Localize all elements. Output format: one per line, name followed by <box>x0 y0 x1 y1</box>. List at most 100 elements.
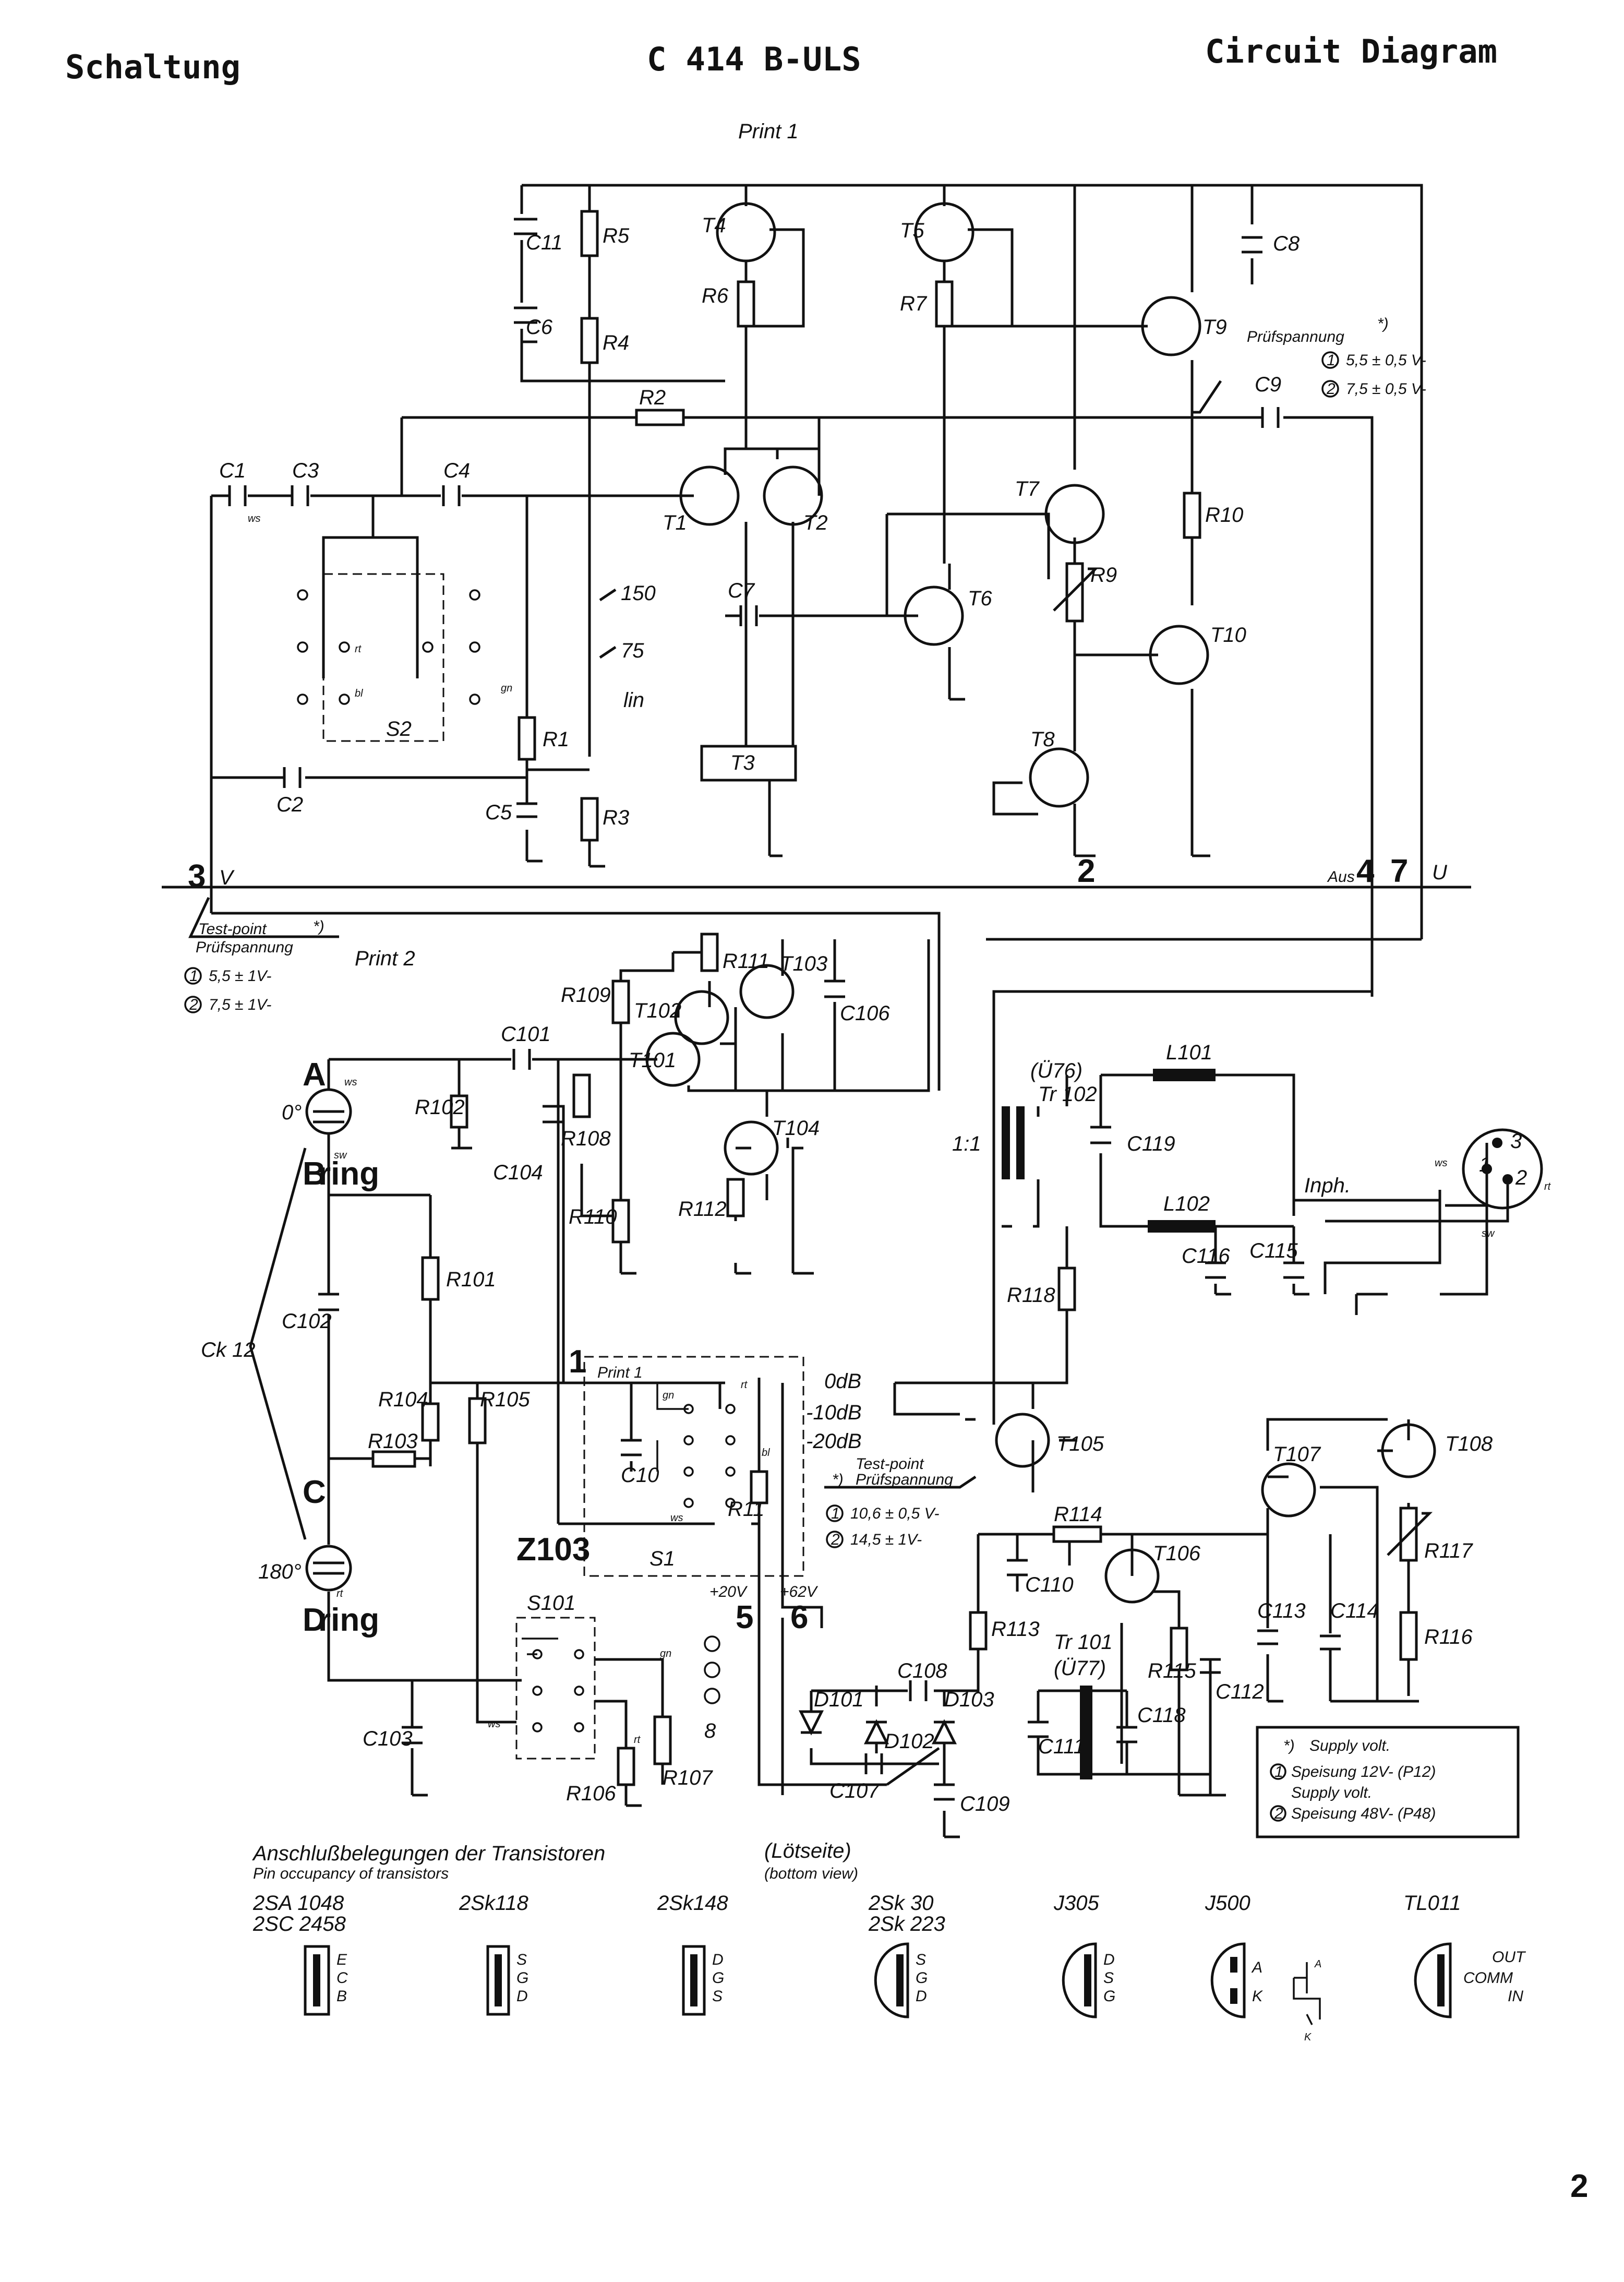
pkg1-pins <box>313 1954 320 2006</box>
capsule-c-plates <box>313 1561 344 1575</box>
c3-symbol <box>291 485 309 506</box>
pattern-ticks <box>599 588 617 659</box>
wire-ws-a: ws <box>344 1077 357 1088</box>
capsule-c <box>305 1545 352 1592</box>
c108-label: C108 <box>897 1659 947 1682</box>
pkg4-body <box>874 1942 909 2018</box>
xlr-ground <box>1355 1293 1388 1315</box>
inph-label: Inph. <box>1304 1174 1351 1197</box>
s1-box <box>583 1356 804 1577</box>
c106-label: C106 <box>840 1002 890 1025</box>
c103-symbol <box>402 1726 423 1745</box>
c3-label: C3 <box>292 459 319 482</box>
pkg2-part1: 2Sk118 <box>459 1892 528 1915</box>
tp1-circle-2 <box>1321 380 1339 398</box>
node-1: 1 <box>569 1344 586 1380</box>
label-a: A <box>303 1057 326 1093</box>
r9-label: R9 <box>1090 564 1117 587</box>
r104-symbol <box>421 1402 440 1442</box>
pkg6-pin-k <box>1230 1988 1237 2004</box>
pkg3-pin2: G <box>712 1969 724 1987</box>
wire-rt-s101: rt <box>634 1734 641 1746</box>
r116-label: R116 <box>1424 1626 1473 1648</box>
supply-line1: Supply volt. <box>1309 1737 1390 1754</box>
xlr-pin-2 <box>1502 1174 1513 1185</box>
l101-label: L101 <box>1166 1041 1212 1064</box>
t103-symbol <box>739 964 795 1019</box>
c5-symbol <box>516 802 537 818</box>
c110-label: C110 <box>1025 1573 1074 1596</box>
t5-label: T5 <box>900 219 924 242</box>
r11-symbol <box>750 1470 768 1504</box>
r7-label: R7 <box>900 292 928 315</box>
c9-label: C9 <box>1255 373 1281 396</box>
r112-symbol <box>726 1178 745 1217</box>
d102-label: D102 <box>884 1730 934 1753</box>
label-d: D <box>303 1602 326 1638</box>
t101-label: T101 <box>629 1049 676 1072</box>
r112-label: R112 <box>678 1198 727 1221</box>
print2-title: Print 2 <box>355 947 415 970</box>
wire-gn-s2: gn <box>501 683 512 694</box>
d101-symbol <box>798 1710 824 1736</box>
xlr-pin-1-label: 1 <box>1479 1153 1490 1176</box>
c8-symbol <box>1242 236 1262 254</box>
c107-label: C107 <box>829 1779 880 1802</box>
tpin-num-1: 1 <box>189 967 198 985</box>
pkg1-body <box>304 1945 330 2016</box>
pkg4-pin3: D <box>916 1988 927 2005</box>
c118-symbol <box>1116 1726 1137 1743</box>
c103-label: C103 <box>363 1727 413 1750</box>
r108-symbol <box>572 1073 591 1118</box>
t105-tp-title2: Prüfspannung <box>856 1471 953 1488</box>
z103-label: Z103 <box>516 1532 590 1568</box>
r109-symbol <box>611 979 630 1024</box>
r117-arrow <box>1387 1512 1433 1556</box>
node-5: 5 <box>736 1599 753 1635</box>
c110-symbol <box>1007 1559 1028 1576</box>
tpin-circle-1 <box>184 967 202 985</box>
c107-symbol <box>864 1753 883 1774</box>
pkg5-pin2: S <box>1103 1969 1114 1987</box>
c118-label: C118 <box>1137 1704 1186 1727</box>
pkg4-pins <box>896 1954 904 2006</box>
xlr-wires <box>1325 1174 1509 1296</box>
c1-symbol <box>228 485 247 506</box>
r109-label: R109 <box>561 984 611 1007</box>
t8-symbol <box>1029 747 1089 808</box>
pkg1-part2: 2SC 2458 <box>252 1913 346 1935</box>
t102-symbol <box>674 990 729 1045</box>
c114-symbol <box>1320 1634 1341 1651</box>
c2-symbol <box>283 767 302 788</box>
print1-tp-title: Prüfspannung <box>1247 328 1344 345</box>
c115-label: C115 <box>1249 1239 1298 1262</box>
xlr-pin-3-label: 3 <box>1510 1130 1522 1153</box>
c10-symbol <box>621 1439 642 1456</box>
r10-symbol <box>1183 492 1201 539</box>
input-tp-title1: Test-point <box>198 921 267 938</box>
t105-label: T105 <box>1056 1432 1104 1455</box>
c106-symbol <box>824 979 845 998</box>
tpin-circle-2 <box>184 996 202 1013</box>
s1-label: S1 <box>649 1547 675 1570</box>
pattern-75: 75 <box>621 639 644 662</box>
tp105-num-1: 1 <box>831 1505 840 1522</box>
pkg4-pin1: S <box>916 1951 926 1968</box>
node-3: 3 <box>188 858 206 894</box>
r116-symbol <box>1399 1611 1418 1661</box>
pkg3-part1: 2Sk148 <box>657 1892 728 1915</box>
pkg3-pin1: D <box>712 1951 724 1968</box>
pkg5-pin1: D <box>1103 1951 1115 1968</box>
r3-symbol <box>580 797 599 842</box>
print2-components: A 0° B ring C 180° D ring Ck 12 C101 C10… <box>201 513 1551 1838</box>
t3-block <box>700 745 797 782</box>
wire-sw-a: sw <box>334 1150 347 1161</box>
t6-symbol <box>904 586 964 646</box>
t3-label: T3 <box>730 751 755 774</box>
tr102-ratio: 1:1 <box>952 1132 981 1155</box>
tpin-num-2: 2 <box>189 996 198 1013</box>
r115-label: R115 <box>1148 1659 1196 1682</box>
label-plus62: +62V <box>780 1583 819 1600</box>
wire-sw-xlr: sw <box>1482 1228 1495 1239</box>
r1-label: R1 <box>543 728 569 751</box>
